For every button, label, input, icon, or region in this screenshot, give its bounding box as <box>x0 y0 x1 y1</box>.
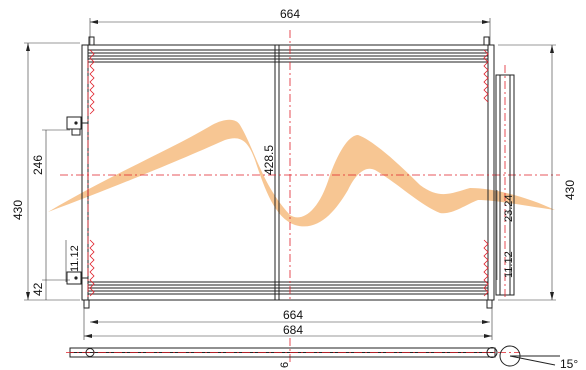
dim-inlet-spacing: 246 <box>31 155 45 175</box>
dim-core-height-center: 428.5 <box>262 145 276 175</box>
condenser-core <box>81 36 495 309</box>
left-outlet-fitting <box>66 271 88 285</box>
dim-side-thickness: 6 <box>279 362 291 368</box>
dim-top: 664 <box>89 7 491 45</box>
dim-overall-height-right: 430 <box>563 180 577 200</box>
dim-right-overall: 430 <box>498 44 577 301</box>
dim-left-inlet: 246 <box>31 129 70 281</box>
dim-right-small-b: 11.12 <box>503 251 515 278</box>
dim-core-width-bottom: 664 <box>283 308 303 322</box>
side-view: 6 15° <box>66 345 578 370</box>
dim-overall-height-left: 430 <box>11 200 25 220</box>
left-fin-stack <box>89 49 95 297</box>
dim-angle: 15° <box>560 357 578 370</box>
dim-right-small: 23.24 11.12 <box>496 190 515 280</box>
left-inlet-fitting <box>66 116 88 136</box>
dim-core-width-top: 664 <box>280 7 300 21</box>
dim-left-pipe-small: 11.12 <box>69 245 81 272</box>
dim-left-overall: 430 <box>11 42 80 301</box>
dim-bottom: 664 684 <box>83 306 493 340</box>
receiver-drier <box>495 65 515 300</box>
watermark-logo <box>48 119 555 227</box>
dim-overall-width-bottom: 684 <box>283 323 303 337</box>
right-fin-stack <box>483 49 489 297</box>
dim-left-bottom: 42 <box>31 280 47 300</box>
centerlines <box>60 30 560 362</box>
dim-bottom-offset: 42 <box>31 282 45 296</box>
dim-right-small-a: 23.24 <box>503 194 515 222</box>
dim-left-pipe: 11.12 <box>65 240 81 282</box>
dim-center-height: 428.5 <box>262 145 276 175</box>
